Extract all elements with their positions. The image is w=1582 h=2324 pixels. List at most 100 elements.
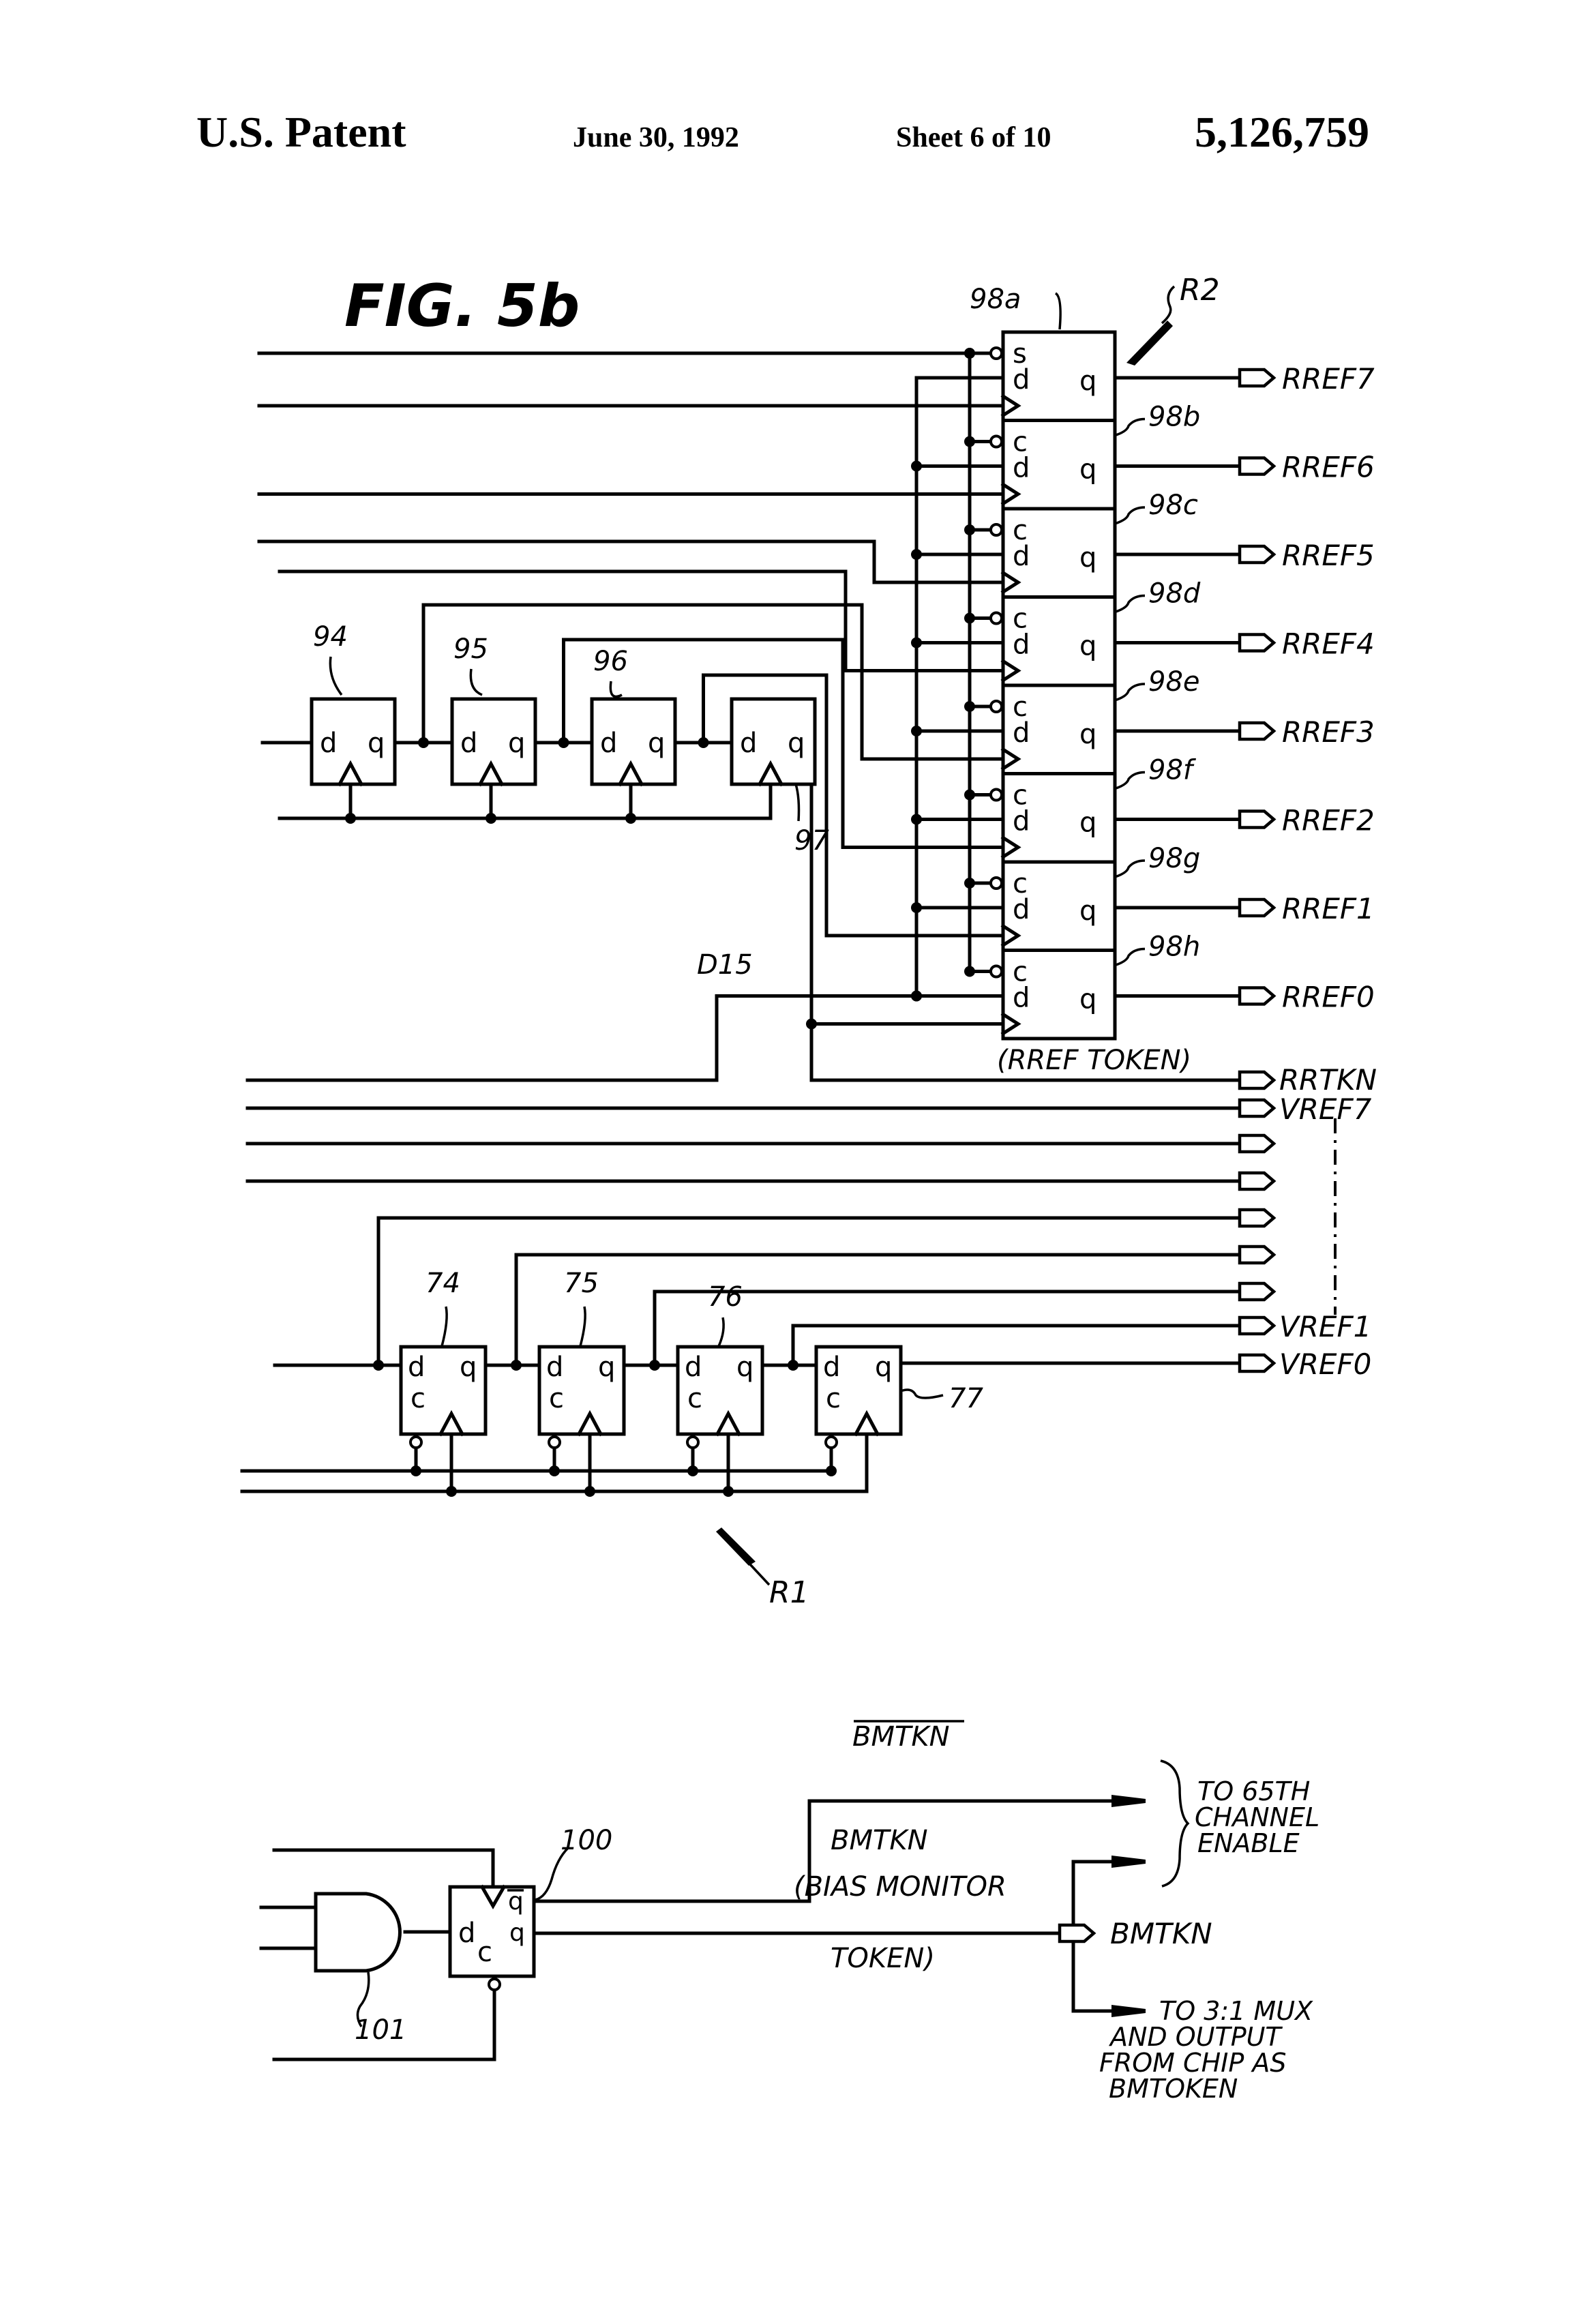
d15-wire [248, 996, 916, 1081]
junction-dot [806, 1019, 817, 1030]
register-cell-98a: sdqRREF798a [970, 284, 1375, 421]
inversion-bubble-icon [991, 790, 1002, 801]
output-connector-icon [1240, 1355, 1274, 1371]
ref-label-98h: 98h [1148, 932, 1200, 963]
ref-leader [1115, 861, 1145, 877]
register-r1: VREF7VREF1VREF0dcq74dcq75dcq76dcq77 [401, 1092, 1372, 1448]
inversion-bubble-icon [489, 1979, 500, 1990]
vref-output-2 [1240, 1173, 1274, 1189]
signal-label-RREF3: RREF3 [1282, 715, 1375, 749]
vref-output-5 [1240, 1283, 1274, 1300]
r2-label: R2 [1180, 273, 1220, 308]
pin-label-q: q [509, 1919, 525, 1947]
pin-label-c: c [411, 1383, 426, 1414]
output-connector-icon [1240, 1173, 1274, 1189]
junction-dot [687, 1465, 698, 1476]
pin-label-c: c [477, 1937, 492, 1968]
shift-stage-94: dq94 [312, 621, 395, 784]
output-connector-icon [1240, 546, 1274, 563]
ref-label-98d: 98d [1148, 578, 1201, 610]
pin-label-d: d [1013, 983, 1030, 1014]
junction-dot [373, 1360, 384, 1371]
junction-dot [558, 737, 569, 748]
r1-label: R1 [769, 1575, 809, 1610]
pin-label-d: d [1013, 453, 1030, 484]
vref-output-3 [1240, 1210, 1274, 1226]
junction-dot [911, 549, 922, 560]
pin-label-qbar: q [508, 1888, 524, 1916]
junction-dot [649, 1360, 660, 1371]
signal-label-RREF4: RREF4 [1282, 627, 1375, 661]
ref-label-97: 97 [794, 825, 829, 856]
ref-leader [1056, 293, 1060, 329]
pin-label-d: d [408, 1352, 425, 1383]
pin-label-q: q [1079, 984, 1096, 1015]
bias-monitor-circuit: 101dcqq100 [316, 1795, 1146, 2046]
ref-label-74: 74 [426, 1268, 460, 1299]
r1-leader [750, 1564, 769, 1585]
pin-label-d: d [320, 728, 337, 759]
pin-label-q: q [460, 1352, 477, 1383]
inversion-bubble-icon [991, 348, 1002, 359]
clock-wire-98d [280, 571, 1003, 671]
arrowhead-icon [1111, 1795, 1146, 1807]
pin-label-d: d [1013, 629, 1030, 661]
ref-leader [580, 1307, 585, 1346]
ref-label-101: 101 [355, 2014, 406, 2046]
pin-label-q: q [875, 1352, 892, 1383]
clock-wire-98c [259, 541, 1003, 582]
figure-title: FIG. 5b [344, 272, 580, 340]
junction-dot [788, 1360, 799, 1371]
output-connector-icon [1240, 899, 1274, 916]
r1-stage-75: dcq75 [539, 1268, 624, 1448]
output-connector-icon [1240, 1100, 1274, 1116]
junction-dot [964, 878, 975, 889]
and-gate-101 [316, 1894, 400, 1971]
junction-dot [511, 1360, 522, 1371]
junction-dot [964, 966, 975, 977]
pin-label-d: d [458, 1918, 475, 1949]
patent-date: June 30, 1992 [573, 122, 739, 153]
pin-label-d: d [600, 728, 617, 759]
output-connector-icon [1240, 988, 1274, 1004]
output-connector-icon [1240, 1210, 1274, 1226]
ref-leader [535, 1848, 568, 1900]
r1-clear-bus [242, 1448, 831, 1471]
ref-leader [796, 784, 799, 821]
pin-label-q: q [1079, 542, 1096, 573]
pin-label-q: q [508, 728, 525, 759]
arrowhead-icon [1111, 2005, 1146, 2017]
ref-label-98g: 98g [1148, 843, 1200, 874]
ref-label-98a: 98a [970, 284, 1021, 315]
inversion-bubble-icon [687, 1437, 698, 1448]
junction-dot [964, 436, 975, 447]
ref-leader [901, 1390, 943, 1398]
junction-dot [911, 638, 922, 649]
inversion-bubble-icon [991, 701, 1002, 712]
junction-dot [964, 701, 975, 712]
shift-stage-97: dq97 [732, 699, 829, 856]
pin-label-q: q [1079, 807, 1096, 839]
vref-output-0: VREF7 [1240, 1092, 1372, 1126]
pin-label-d: d [1013, 806, 1030, 837]
pin-label-d: d [460, 728, 477, 759]
output-connector-icon [1060, 1925, 1094, 1941]
ref-leader [1115, 949, 1145, 966]
output-connector-icon [1240, 458, 1274, 475]
signal-label-RREF0: RREF0 [1282, 981, 1375, 1014]
patent-label: U.S. Patent [196, 108, 406, 156]
ref-label-98e: 98e [1148, 666, 1200, 698]
ref-label-95: 95 [453, 634, 488, 665]
shift-stage-96: dq96 [592, 646, 675, 784]
bias-monitor-desc-2: TOKEN) [831, 1943, 935, 1974]
signal-label-RRTKN: RRTKN [1279, 1063, 1377, 1097]
signal-label-RREF7: RREF7 [1282, 362, 1375, 396]
output-connector-icon [1240, 723, 1274, 739]
junction-dot [964, 790, 975, 801]
bias-monitor-desc-1: (BIAS MONITOR [794, 1871, 1006, 1903]
ref-leader [1115, 596, 1145, 612]
junction-dot [964, 348, 975, 359]
signal-label-VREF0: VREF0 [1279, 1347, 1371, 1381]
ref-leader [1115, 419, 1145, 436]
